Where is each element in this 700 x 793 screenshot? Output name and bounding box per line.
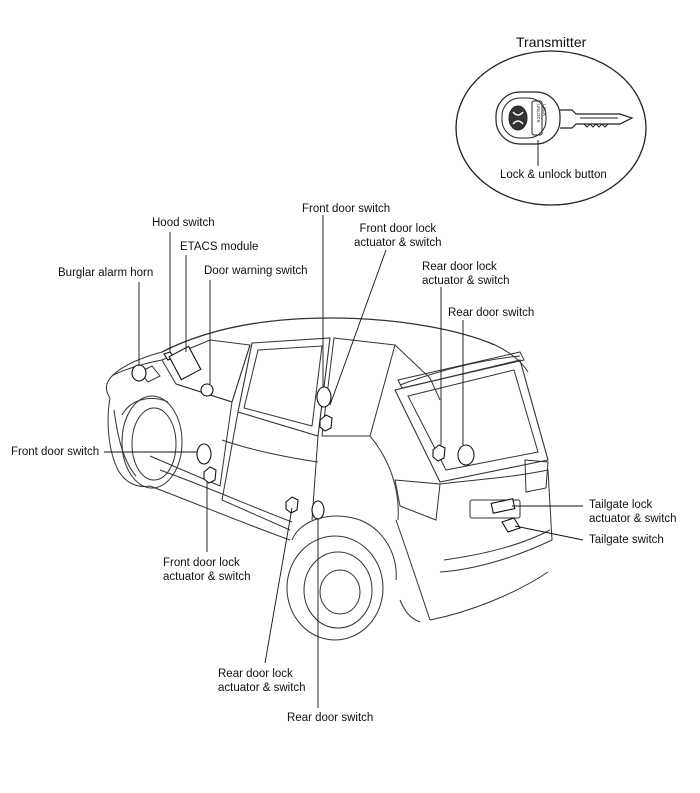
front-door-lock-top-label: Front door lock actuator & switch bbox=[354, 222, 442, 250]
rear-door-lock-top-line1: Rear door lock bbox=[422, 261, 497, 273]
front-door-switch-left-label: Front door switch bbox=[11, 446, 100, 458]
leader-lines bbox=[104, 215, 584, 708]
tailgate-switch-label: Tailgate switch bbox=[589, 534, 664, 546]
key-text-unlock: UNLOCK bbox=[536, 104, 541, 123]
tailgate-lock-label: Tailgate lock actuator & switch bbox=[589, 498, 677, 526]
rear-door-lock-top-label: Rear door lock actuator & switch bbox=[422, 260, 510, 288]
rear-door-switch-bottom-label: Rear door switch bbox=[287, 712, 374, 724]
door-warning-switch-part bbox=[200, 383, 214, 397]
rear-door-switch-top-part bbox=[457, 444, 475, 466]
etacs-module-label: ETACS module bbox=[180, 241, 259, 253]
rear-door-lock-bottom-part bbox=[285, 496, 299, 514]
car-illustration bbox=[106, 317, 553, 641]
tailgate-lock-line1: Tailgate lock bbox=[589, 499, 653, 511]
front-door-lock-bottom-label: Front door lock actuator & switch bbox=[163, 556, 251, 584]
burglar-alarm-horn-label: Burglar alarm horn bbox=[58, 267, 154, 279]
lock-unlock-button-label: Lock & unlock button bbox=[500, 169, 607, 181]
tailgate-switch-part bbox=[501, 517, 521, 533]
transmitter-circle bbox=[455, 50, 647, 206]
front-door-switch-top-part bbox=[316, 386, 332, 408]
rear-door-lock-top-part bbox=[432, 444, 446, 462]
key-text-lock: LOCK bbox=[542, 104, 547, 116]
front-door-lock-bottom-part bbox=[203, 466, 217, 484]
front-door-lock-bottom-line2: actuator & switch bbox=[163, 571, 251, 583]
burglar-alarm-horn-part bbox=[131, 364, 147, 382]
transmitter-inset bbox=[455, 50, 647, 206]
key-icon bbox=[495, 91, 634, 145]
front-door-switch-top-label: Front door switch bbox=[302, 203, 391, 215]
etacs-module-part bbox=[168, 345, 202, 381]
front-door-switch-left-part bbox=[196, 443, 212, 465]
front-door-lock-top-line2: actuator & switch bbox=[354, 237, 442, 249]
front-door-lock-top-line1: Front door lock bbox=[359, 223, 437, 235]
rear-door-lock-bottom-label: Rear door lock actuator & switch bbox=[218, 667, 306, 695]
rear-door-switch-top-label: Rear door switch bbox=[448, 307, 535, 319]
tailgate-lock-part bbox=[490, 498, 516, 514]
transmitter-title: Transmitter bbox=[516, 34, 587, 50]
hood-switch-label: Hood switch bbox=[152, 217, 215, 229]
front-door-lock-top-part bbox=[319, 414, 333, 432]
rear-door-lock-bottom-line1: Rear door lock bbox=[218, 668, 293, 680]
components bbox=[131, 345, 521, 533]
front-door-lock-bottom-line1: Front door lock bbox=[163, 557, 240, 569]
rear-door-switch-bottom-part bbox=[311, 500, 325, 520]
tailgate-lock-line2: actuator & switch bbox=[589, 513, 677, 525]
rear-door-lock-top-line2: actuator & switch bbox=[422, 275, 510, 287]
door-warning-switch-label: Door warning switch bbox=[204, 265, 308, 277]
rear-door-lock-bottom-line2: actuator & switch bbox=[218, 682, 306, 694]
